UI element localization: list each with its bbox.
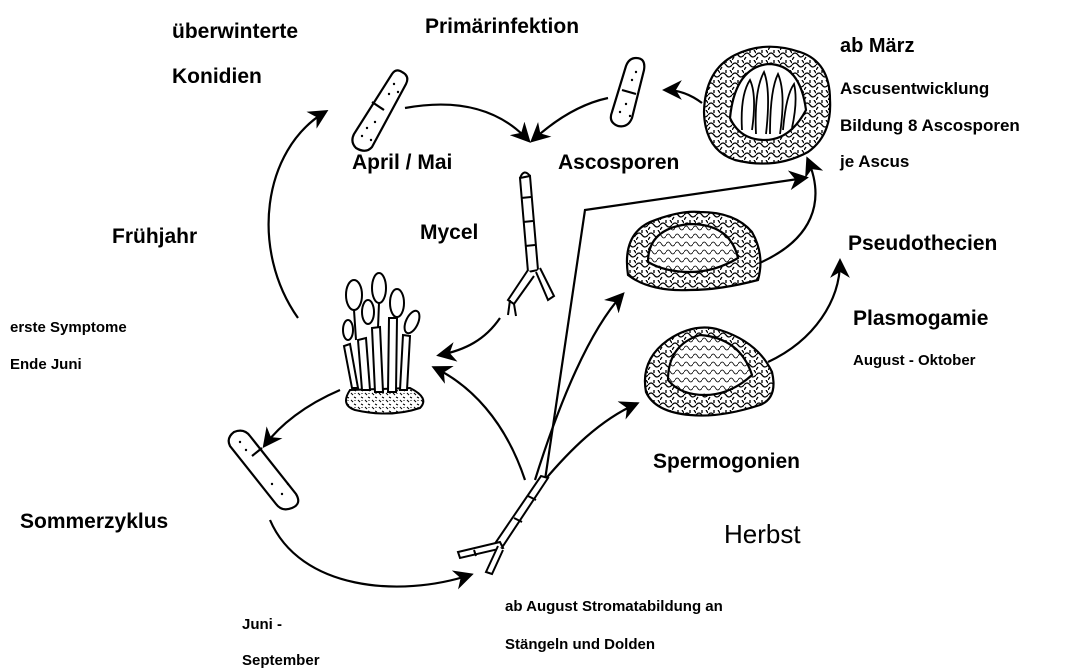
arrow-spermogonium-to-pseudothecium (768, 262, 840, 362)
spermogonium (645, 328, 774, 416)
overwintered-conidium (352, 70, 407, 150)
label-je-ascus: je Ascus (840, 153, 909, 170)
pseudothecium (627, 212, 761, 290)
arrow-pseudothecium-to-ascus (755, 160, 815, 265)
arrow-symptoms-to-konidie (265, 390, 340, 445)
label-ascusentwicklung: Ascusentwicklung (840, 80, 989, 97)
label-ab-maerz: ab März (840, 36, 914, 56)
summer-conidium (229, 431, 299, 510)
label-konidien: Konidien (172, 66, 262, 87)
label-stromatabildung: ab August Stromatabildung an (505, 599, 723, 614)
label-april-mai: April / Mai (352, 152, 452, 173)
arrow-ascospore-to-primaerinfektion (533, 98, 608, 140)
stroma-hyphae (458, 476, 548, 574)
ascus-pseudothecium (704, 47, 830, 164)
arrow-hyphae-to-symptoms (435, 368, 525, 480)
mycel (508, 172, 554, 316)
label-september: September (242, 653, 320, 668)
label-august-oktober: August - Oktober (853, 353, 976, 368)
label-herbst: Herbst (724, 521, 801, 547)
conidiophore-cluster (343, 273, 423, 414)
label-plasmogamie: Plasmogamie (853, 308, 988, 329)
label-sommerzyklus: Sommerzyklus (20, 511, 168, 532)
label-spermogonien: Spermogonien (653, 451, 800, 472)
arrow-konidien-to-primaerinfektion (405, 105, 528, 140)
label-pseudothecien: Pseudothecien (848, 233, 997, 254)
label-bildung-ascosporen: Bildung 8 Ascosporen (840, 117, 1020, 134)
label-mycel: Mycel (420, 222, 478, 243)
arrow-mycel-to-symptoms (440, 318, 500, 355)
label-staengeln-dolden: Stängeln und Dolden (505, 637, 655, 652)
ascospore (611, 58, 644, 126)
label-ueberwinterte: überwinterte (172, 21, 298, 42)
label-erste-symptome: erste Symptome (10, 320, 127, 335)
label-ende-juni: Ende Juni (10, 357, 82, 372)
label-fruehjahr: Frühjahr (112, 226, 197, 247)
label-ascosporen: Ascosporen (558, 152, 679, 173)
arrow-konidie-to-hyphae (270, 520, 470, 587)
label-juni: Juni - (242, 617, 282, 632)
arrow-fruehjahr-to-konidien (269, 112, 325, 318)
arrow-ascus-to-ascospore (666, 90, 702, 103)
label-primaerinfektion: Primärinfektion (425, 16, 579, 37)
